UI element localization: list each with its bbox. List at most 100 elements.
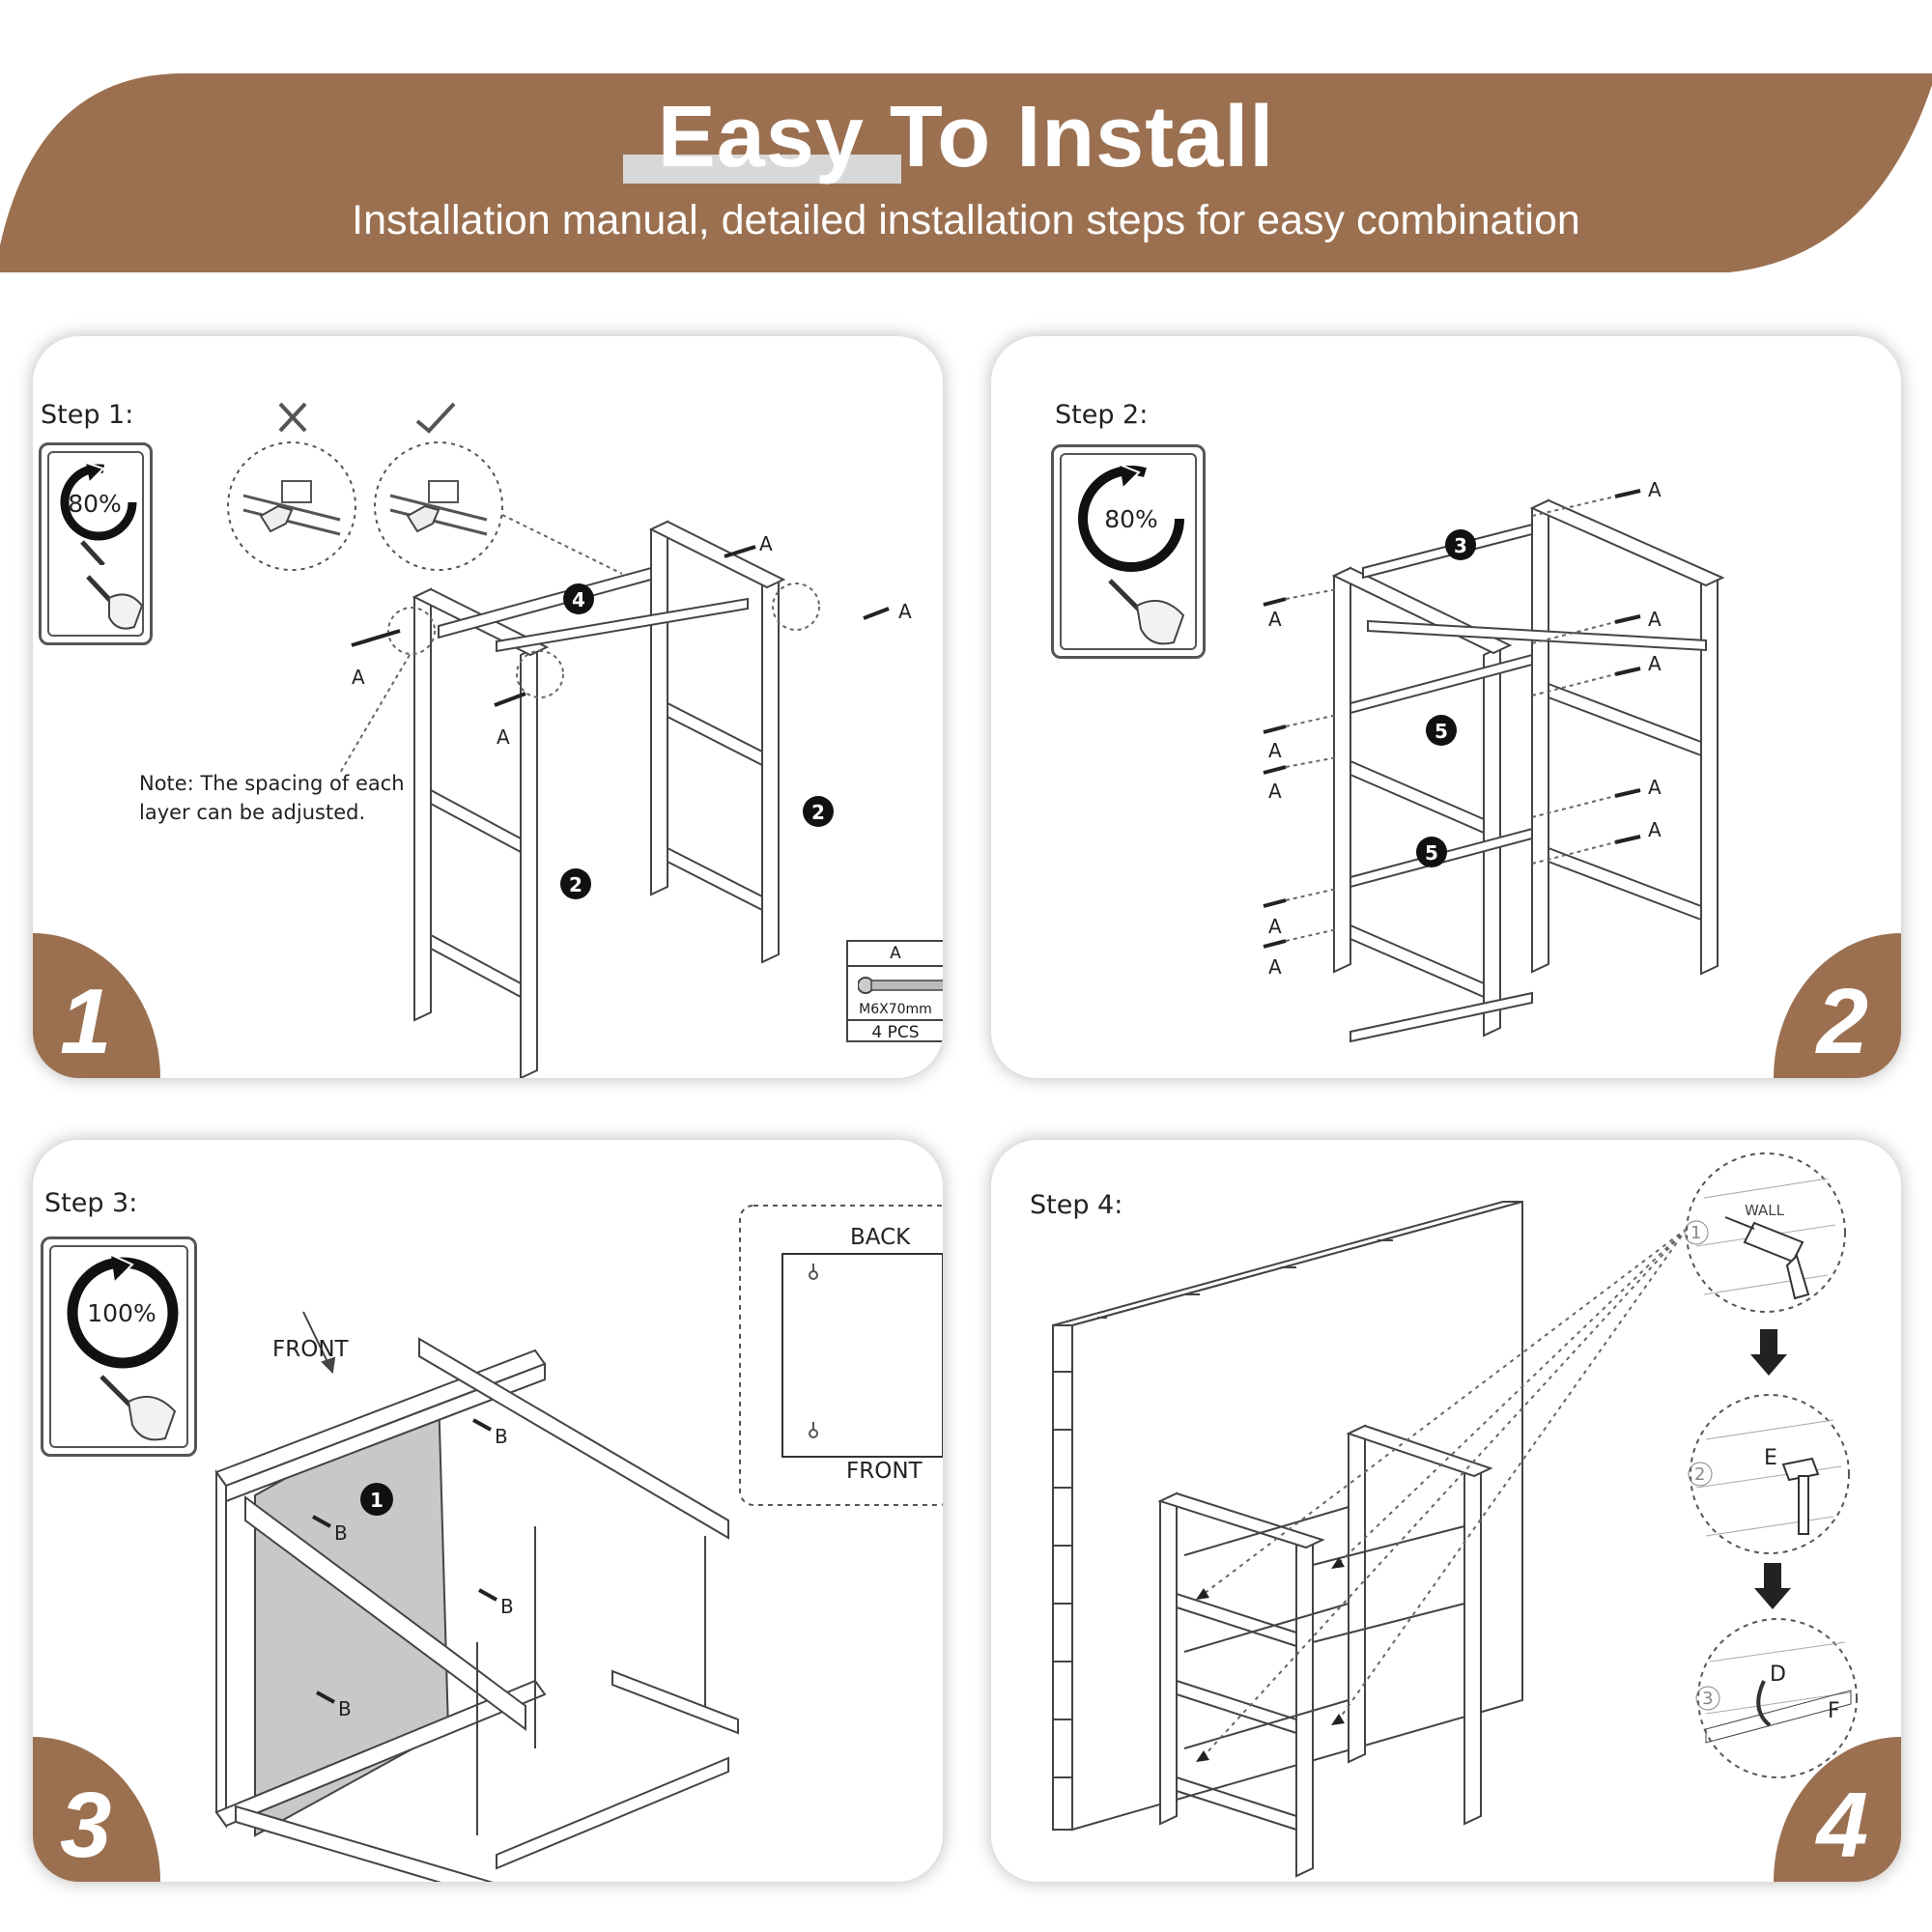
svg-text:B: B [495, 1425, 508, 1448]
svg-text:A: A [1268, 915, 1282, 938]
front-label: FRONT [272, 1337, 349, 1362]
step-number: 4 [1816, 1774, 1868, 1877]
part-callouts: A A A A A A A A A A [1268, 478, 1662, 979]
check-icon [415, 402, 456, 434]
rotation-arrow-icon [60, 462, 137, 565]
svg-text:A: A [1648, 478, 1662, 501]
part-number-3: 3 [1445, 529, 1476, 560]
step-panel-4: 1 2 3 E D F Step 4: WALL 4 [991, 1140, 1901, 1882]
allen-key-icon [86, 575, 144, 630]
svg-text:B: B [500, 1595, 514, 1618]
step-1-illustration: A A A A 4 2 2 [227, 402, 912, 1078]
step-4-illustration: 1 2 3 E D F [1052, 1152, 1858, 1878]
cross-icon [278, 402, 307, 433]
svg-text:2: 2 [569, 873, 582, 896]
torque-percent: 100% [87, 1299, 156, 1327]
svg-text:A: A [1648, 776, 1662, 799]
spec-part: A [848, 942, 943, 967]
hammer-icon [1781, 1457, 1820, 1535]
side-frame-left [412, 587, 550, 1078]
svg-text:A: A [1268, 780, 1282, 803]
arrow-down-icon [1750, 1329, 1787, 1376]
torque-box-3: 100% [41, 1236, 197, 1457]
shelf-unit [1157, 1424, 1493, 1878]
front-pointer [302, 1311, 336, 1375]
svg-text:E: E [1764, 1446, 1777, 1470]
title-highlight [623, 155, 901, 184]
rotation-arrow-icon [67, 1254, 179, 1369]
step-3-label: Step 3: [44, 1188, 138, 1218]
hand-icon [259, 504, 294, 533]
screw-guides [1285, 496, 1616, 942]
torque-percent: 80% [68, 490, 122, 518]
correct-orientation-detail [374, 441, 503, 571]
hardware-spec-a: A M6X70mm 4 PCS [846, 940, 943, 1042]
step-number: 1 [60, 970, 112, 1073]
part-callouts: A A A A [352, 532, 912, 749]
rotation-arrow-icon [1078, 464, 1184, 572]
svg-text:B: B [334, 1521, 348, 1545]
svg-text:4: 4 [572, 588, 585, 611]
svg-text:A: A [352, 666, 365, 689]
wrong-orientation-detail [227, 441, 356, 571]
step-panel-2: A A A A A A A A A A 3 5 5 Step 2: [991, 336, 1901, 1078]
hand-icon-2 [406, 504, 440, 533]
page-subtitle: Installation manual, detailed installati… [352, 197, 1580, 243]
svg-text:A: A [1648, 652, 1662, 675]
back-frame [1529, 498, 1725, 976]
svg-text:A: A [1268, 955, 1282, 979]
torque-box-2: 80% [1051, 444, 1206, 659]
screw-icon [1263, 489, 1641, 949]
svg-text:A: A [1268, 739, 1282, 762]
step-number: 2 [1816, 970, 1868, 1073]
torque-box-1: 80% [39, 442, 153, 645]
svg-text:2: 2 [811, 801, 825, 824]
step-panel-3: B B B B 1 Step 3: 100% [33, 1140, 943, 1882]
svg-text:A: A [1268, 608, 1282, 631]
header-banner [0, 73, 1932, 272]
drill-icon [1724, 1216, 1810, 1300]
step-2-illustration: A A A A A A A A A A 3 5 5 [1263, 478, 1725, 1043]
svg-text:A: A [497, 725, 510, 749]
screw-icon [351, 545, 890, 707]
svg-text:5: 5 [1425, 841, 1438, 865]
svg-text:A: A [759, 532, 773, 555]
svg-text:A: A [898, 600, 912, 623]
step-2-label: Step 2: [1055, 400, 1149, 430]
arrow-heads [1196, 1557, 1345, 1762]
spec-size: M6X70mm [859, 1002, 932, 1017]
arrow-down-icon-2 [1754, 1563, 1791, 1609]
step-number: 3 [60, 1774, 112, 1877]
svg-text:1: 1 [1690, 1223, 1701, 1243]
note-line-1: Note: The spacing of each [139, 772, 405, 795]
screw-icon [858, 977, 943, 994]
detail-hammer [1688, 1394, 1850, 1554]
part-number-2b: 2 [560, 868, 591, 899]
banner-shape [0, 73, 1932, 272]
anchor-guides [1203, 1228, 1688, 1757]
wall-label: WALL [1745, 1202, 1784, 1219]
part-number-5b: 5 [1416, 837, 1447, 867]
svg-text:A: A [1648, 608, 1662, 631]
brick-wall [1052, 1200, 1523, 1832]
hardware-callouts: E D F [1764, 1446, 1840, 1723]
svg-text:3: 3 [1454, 534, 1467, 557]
svg-text:5: 5 [1435, 720, 1448, 743]
part-number-4: 4 [563, 583, 594, 614]
svg-text:3: 3 [1702, 1689, 1713, 1709]
note-line-2: layer can be adjusted. [139, 801, 366, 824]
part-number-1: 1 [360, 1483, 393, 1516]
part-number-2a: 2 [803, 796, 834, 827]
panel-orientation-detail [739, 1205, 943, 1506]
svg-text:D: D [1770, 1662, 1786, 1687]
panel-front-label: FRONT [846, 1459, 923, 1484]
side-frame-right [648, 520, 786, 964]
step-3-illustration: B B B B 1 [214, 1205, 943, 1882]
detail-step-numbers: 1 2 3 [1690, 1223, 1713, 1709]
svg-text:F: F [1828, 1699, 1840, 1723]
svg-text:1: 1 [370, 1489, 384, 1512]
torque-percent: 80% [1104, 505, 1158, 533]
step-4-label: Step 4: [1030, 1190, 1123, 1220]
allen-key-icon [99, 1375, 177, 1441]
detail-hook [1695, 1618, 1858, 1778]
